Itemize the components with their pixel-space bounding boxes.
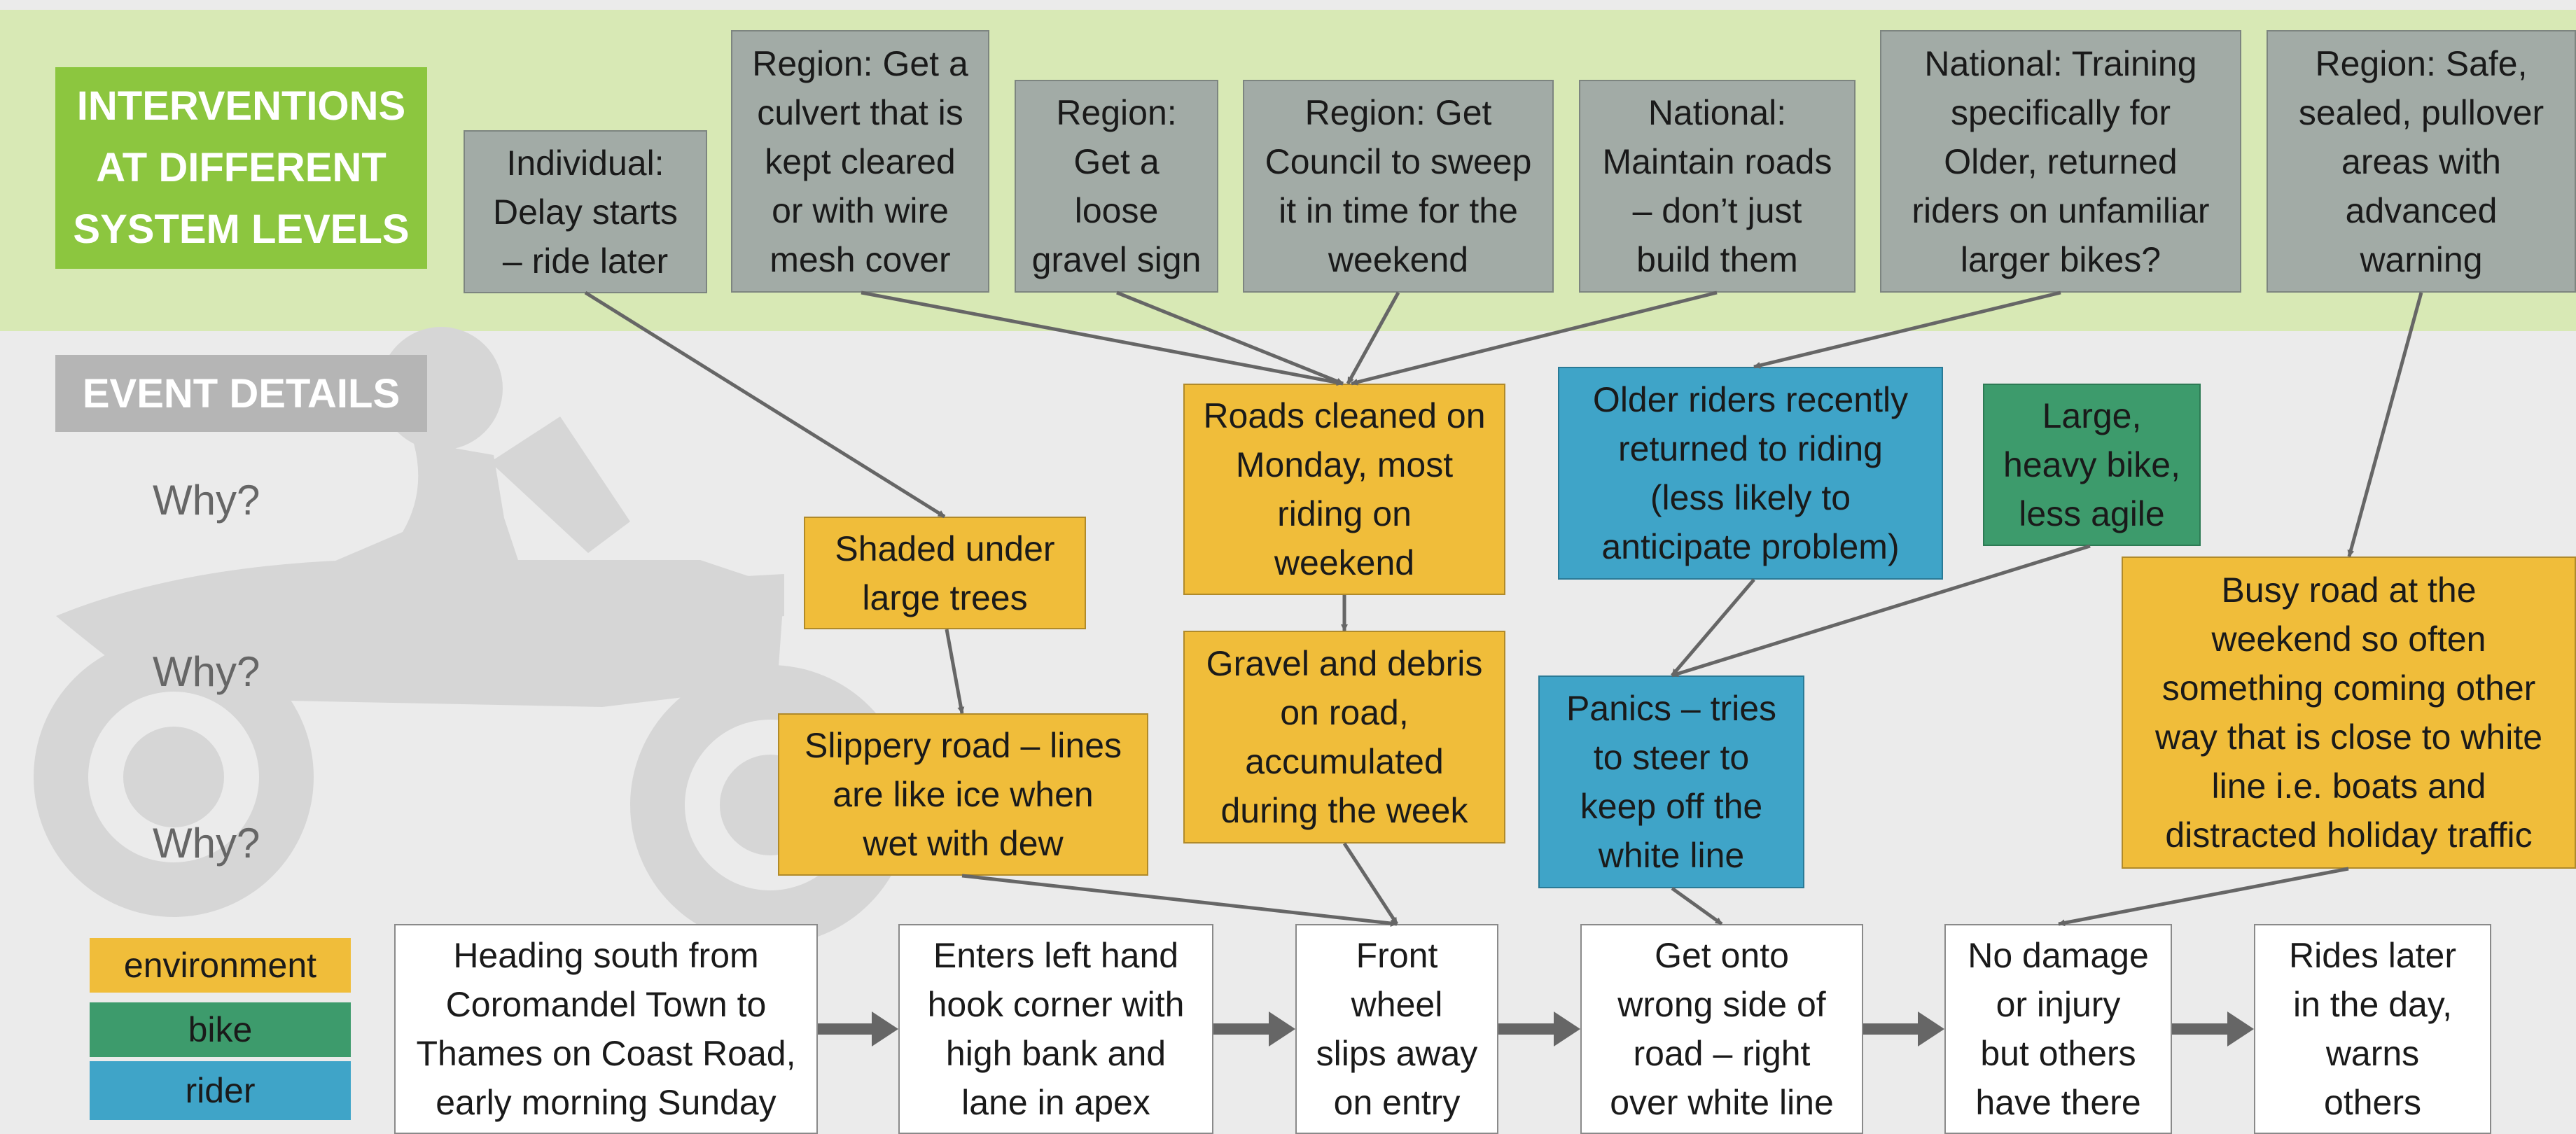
legend-item-environment: environment (90, 938, 351, 993)
event-box: Get onto wrong side of road – right over… (1580, 924, 1863, 1134)
event-box: Heading south from Coromandel Town to Th… (394, 924, 818, 1134)
intervention-box: Individual: Delay starts – ride later (464, 130, 707, 293)
factor-box-environment: Gravel and debris on road, accumulated d… (1183, 631, 1505, 844)
why-label: Why? (153, 648, 260, 695)
connector-arrow (1342, 842, 1399, 925)
chain-arrow-head (1269, 1011, 1295, 1046)
connector-arrow (1753, 290, 2061, 369)
factor-box-environment: Shaded under large trees (804, 517, 1086, 629)
factor-box-environment: Roads cleaned on Monday, most riding on … (1183, 384, 1505, 595)
chain-arrow-head (872, 1011, 898, 1046)
connector-arrow (1346, 291, 1400, 385)
legend-label: rider (185, 1071, 256, 1110)
why-label: Why? (153, 820, 260, 867)
connector-arrow (1351, 290, 1718, 386)
factor-box-environment: Busy road at the weekend so often someth… (2122, 556, 2576, 869)
connector-arrow (1116, 290, 1344, 386)
chain-arrow-head (2227, 1011, 2254, 1046)
factor-box-rider: Older riders recently returned to riding… (1558, 367, 1943, 580)
intervention-box: Region: Get a culvert that is kept clear… (731, 30, 989, 293)
legend-label: environment (123, 946, 317, 985)
factor-box-bike: Large, heavy bike, less agile (1983, 384, 2201, 546)
connector-arrow (945, 629, 965, 714)
intervention-box: Region: Get a loose gravel sign (1015, 80, 1218, 293)
intervention-box: National: Training specifically for Olde… (1880, 30, 2241, 293)
connector-arrow (1671, 578, 1755, 677)
factor-box-rider: Panics – tries to steer to keep off the … (1538, 676, 1804, 888)
factor-box-environment: Slippery road – lines are like ice when … (778, 713, 1148, 876)
legend-item-bike: bike (90, 1002, 351, 1057)
interventions-title: INTERVENTIONS AT DIFFERENT SYSTEM LEVELS (55, 67, 427, 269)
connector-arrow (1671, 544, 2091, 678)
intervention-box: Region: Get Council to sweep it in time … (1243, 80, 1554, 293)
event-box: Enters left hand hook corner with high b… (898, 924, 1213, 1134)
event-box: Rides later in the day, warns others (2254, 924, 2491, 1134)
chain-arrow-head (1554, 1011, 1580, 1046)
chain-arrow-head (1918, 1011, 1944, 1046)
connector-arrow (584, 290, 946, 519)
intervention-box: Region: Safe, sealed, pullover areas wit… (2267, 30, 2576, 293)
event-details-title: EVENT DETAILS (55, 355, 427, 432)
legend-item-rider: rider (90, 1061, 351, 1120)
intervention-box: National: Maintain roads – don’t just bu… (1579, 80, 1856, 293)
connector-arrow (2058, 867, 2349, 927)
connector-arrow (961, 874, 1398, 927)
connector-arrow (861, 290, 1344, 386)
connector-arrow (1671, 886, 1723, 926)
event-box: Front wheel slips away on entry (1295, 924, 1498, 1134)
legend-label: bike (188, 1010, 253, 1049)
why-label: Why? (153, 477, 260, 524)
connector-arrow (2347, 292, 2423, 557)
